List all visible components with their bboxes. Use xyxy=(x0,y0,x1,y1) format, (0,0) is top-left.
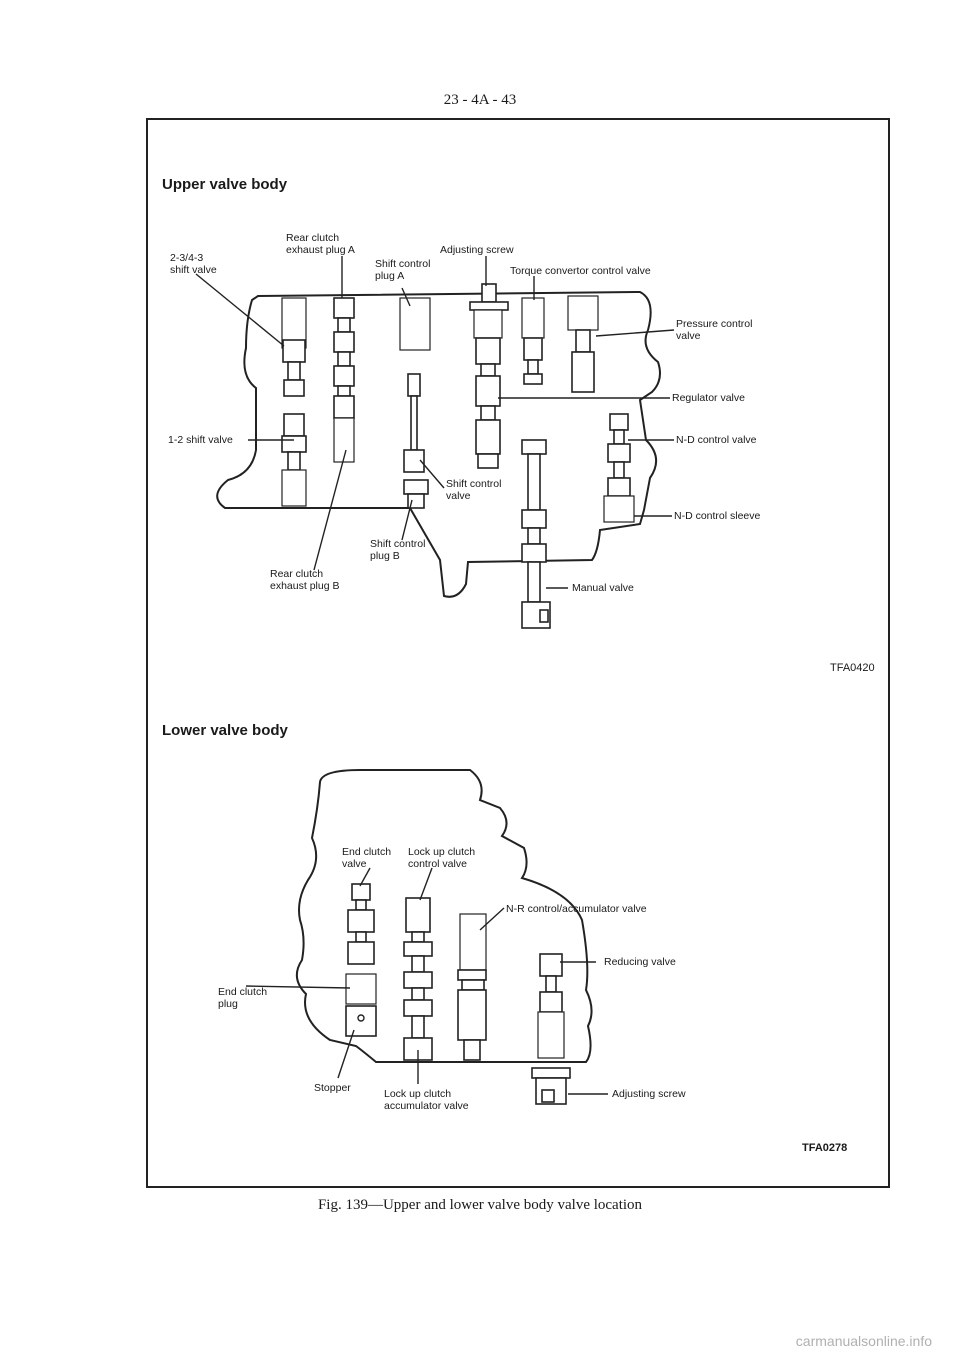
label-end-clutch-plug: End clutch plug xyxy=(218,986,268,1010)
leader-rear-b xyxy=(313,449,347,571)
shift-control-valve-part xyxy=(403,373,429,509)
leader-plug-b xyxy=(401,499,413,541)
leader-nr xyxy=(479,907,505,931)
figure-frame xyxy=(146,118,890,1188)
lower-body-outline xyxy=(295,769,593,1063)
label-shift-control-plug-b: Shift control plug B xyxy=(370,538,426,562)
lower-valve-body-title: Lower valve body xyxy=(162,722,288,739)
page-header: 23 - 4A - 43 xyxy=(443,92,517,108)
leader-plug-a xyxy=(401,287,411,307)
label-shift-control-plug-a: Shift control plug A xyxy=(375,258,431,282)
end-clutch-valve-part xyxy=(345,883,377,1037)
label-nd-control-sleeve: N-D control sleeve xyxy=(674,510,761,522)
leader-shift-control-valve xyxy=(419,459,445,489)
label-rear-clutch-exhaust-plug-b: Rear clutch exhaust plug B xyxy=(270,568,340,592)
shift-valve-1-2 xyxy=(281,413,307,507)
label-nr-control-accumulator-valve: N-R control/accumulator valve xyxy=(506,903,647,915)
label-nd-control-valve: N-D control valve xyxy=(676,434,757,446)
watermark: carmanualsonline.info xyxy=(795,1333,932,1349)
nd-control-valve-part xyxy=(603,413,635,523)
pressure-control-valve-part xyxy=(567,295,599,393)
label-stopper: Stopper xyxy=(314,1082,351,1094)
leader-lockup-control xyxy=(419,867,433,901)
label-rear-clutch-exhaust-plug-a: Rear clutch exhaust plug A xyxy=(286,232,355,256)
label-reducing-valve: Reducing valve xyxy=(604,956,676,968)
label-adjusting-screw-lower: Adjusting screw xyxy=(612,1088,686,1100)
regulator-valve-part xyxy=(469,283,509,469)
nr-control-valve-part xyxy=(457,913,487,1061)
label-adjusting-screw-upper: Adjusting screw xyxy=(440,244,514,256)
rear-clutch-exhaust-valve xyxy=(333,297,355,463)
label-pressure-control-valve: Pressure control valve xyxy=(676,318,753,342)
label-lock-up-clutch-accumulator-valve: Lock up clutch accumulator valve xyxy=(384,1088,469,1112)
label-shift-control-valve: Shift control valve xyxy=(446,478,502,502)
reducing-valve-part xyxy=(531,953,571,1105)
label-shift-valve-1-2: 1-2 shift valve xyxy=(168,434,233,446)
figure-caption: Fig. 139—Upper and lower valve body valv… xyxy=(317,1197,643,1213)
manual-valve-part xyxy=(521,439,551,629)
label-torque-convertor-control-valve: Torque convertor control valve xyxy=(510,265,651,277)
label-end-clutch-valve: End clutch valve xyxy=(342,846,392,870)
lockup-control-valve-part xyxy=(403,897,433,1061)
label-shift-valve-2-34-3: 2-3/4-3 shift valve xyxy=(170,252,217,276)
torque-convertor-valve-part xyxy=(521,297,545,385)
shift-valve-2-34-3 xyxy=(281,297,307,397)
leader-2-34-3 xyxy=(195,273,285,347)
label-lock-up-clutch-control-valve: Lock up clutch control valve xyxy=(408,846,476,870)
leader-end-clutch-valve xyxy=(359,867,371,887)
upper-figure-ref: TFA0420 xyxy=(830,662,875,674)
lower-figure-ref: TFA0278 xyxy=(802,1142,848,1154)
label-regulator-valve: Regulator valve xyxy=(672,392,745,404)
upper-valve-body-title: Upper valve body xyxy=(162,176,288,193)
leader-stopper xyxy=(337,1029,355,1079)
label-manual-valve: Manual valve xyxy=(572,582,634,594)
leader-end-clutch-plug xyxy=(245,985,351,989)
shift-control-plug-a xyxy=(399,297,431,351)
leader-pressure xyxy=(595,329,675,337)
